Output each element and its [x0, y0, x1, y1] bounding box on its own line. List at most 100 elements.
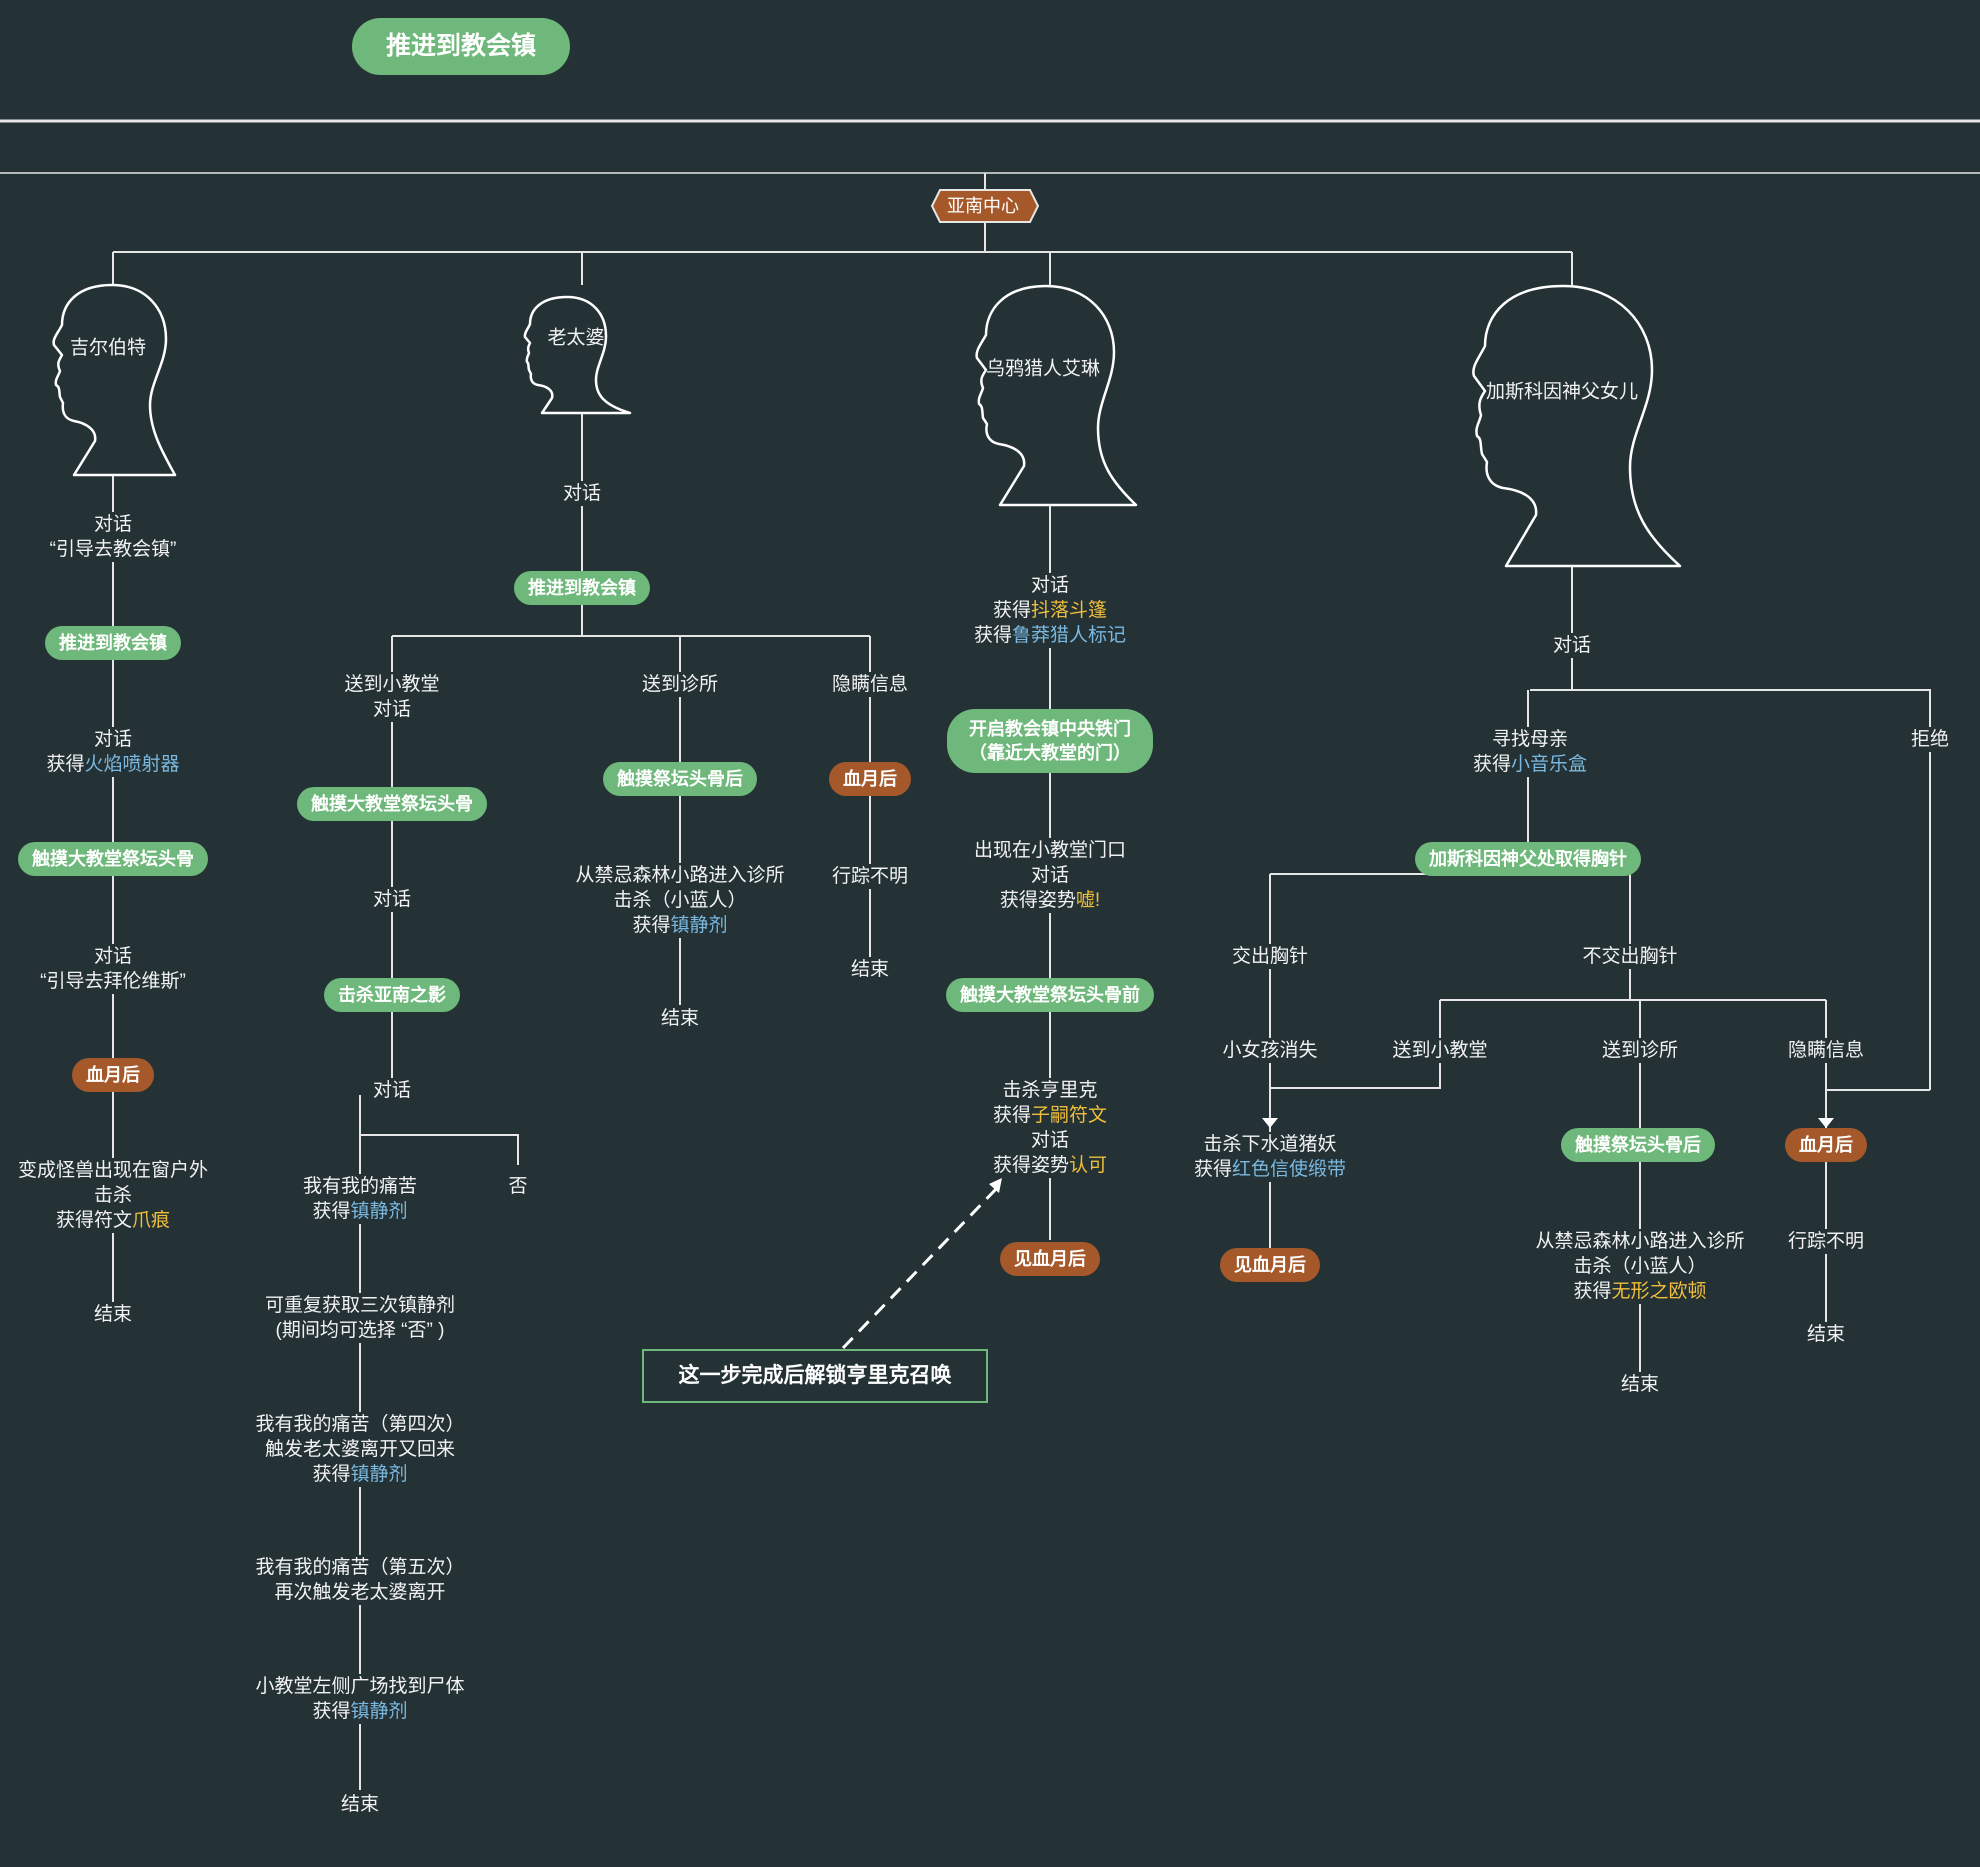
c4-forest-path: 从禁忌森林小路进入诊所: [1535, 1231, 1745, 1252]
c3-before-altar-pill: 触摸大教堂祭坛头骨前: [946, 978, 1154, 1012]
c2a-kill-shadow-pill: 击杀亚南之影: [324, 978, 460, 1012]
c4-give-brooch: 交出胸针: [1228, 944, 1312, 969]
c3-obtain-hunter-mark: 获得鲁莽猎人标记: [973, 625, 1127, 646]
c4-hide-info: 隐瞒信息: [1784, 1038, 1868, 1063]
c2a-no: 否: [505, 1174, 531, 1199]
c4-clinic-altar-pill: 触摸祭坛头骨后: [1561, 1128, 1715, 1162]
c3-dialogue-node: 对话 获得抖落斗篷 获得鲁莽猎人标记: [970, 573, 1130, 648]
c4-hide-end: 结束: [1803, 1322, 1849, 1347]
c2c-missing: 行踪不明: [828, 864, 912, 889]
c2c-blood-moon-pill: 血月后: [829, 762, 911, 796]
c4-kill-blue: 击杀（小蓝人）: [1573, 1256, 1707, 1277]
c1-dialogue-node: 对话 “引导去教会镇”: [46, 512, 180, 562]
c1-end: 结束: [90, 1302, 136, 1327]
c4-after-blood-moon-pill: 见血月后: [1220, 1248, 1320, 1282]
head-label-gilbert: 吉尔伯特: [69, 337, 147, 359]
c2a-repeat-three: 可重复获取三次镇静剂: [264, 1295, 456, 1316]
c1-guide-text: “引导去教会镇”: [49, 539, 177, 560]
c1-obtain-claw-rune: 获得符文爪痕: [55, 1210, 171, 1231]
c4-hide-missing: 行踪不明: [1784, 1229, 1868, 1254]
c4-obtain-oedon: 获得无形之欧顿: [1573, 1281, 1707, 1302]
c3-dialogue-2: 对话: [1030, 865, 1070, 886]
c3-dialogue-3: 对话: [1030, 1130, 1069, 1151]
c2a-i-have-pain: 我有我的痛苦: [302, 1176, 418, 1197]
c2b-send-clinic: 送到诊所: [638, 672, 722, 697]
c4-keep-brooch: 不交出胸针: [1579, 944, 1681, 969]
c2a-repeat-node: 可重复获取三次镇静剂 (期间均可选择 “否” ): [261, 1293, 459, 1343]
c4-dialogue: 对话: [1549, 633, 1595, 658]
c2a-dialogue: 对话: [372, 699, 412, 720]
c3-after-blood-moon-pill: 见血月后: [1000, 1242, 1100, 1276]
c4-obtain-music-box: 获得小音乐盒: [1472, 754, 1588, 775]
c1-dialogue: 对话: [93, 514, 132, 535]
c4-refuse: 拒绝: [1907, 727, 1953, 752]
c2a-fifth-node: 我有我的痛苦（第五次） 再次触发老太婆离开: [252, 1555, 468, 1605]
c2b-end: 结束: [657, 1006, 703, 1031]
c2a-chapel-node: 送到小教堂 对话: [341, 672, 443, 722]
c2a-fifth-time: 我有我的痛苦（第五次）: [255, 1557, 465, 1578]
head-label-eileen: 乌鸦猎人艾琳: [985, 358, 1101, 380]
c4-obtain-ribbon: 获得红色信使缎带: [1193, 1159, 1347, 1180]
c3-obtain-approval: 获得姿势认可: [992, 1155, 1108, 1176]
c4-clinic-node: 从禁忌森林小路进入诊所 击杀（小蓝人） 获得无形之欧顿: [1532, 1229, 1748, 1304]
c2a-leave-return: 触发老太婆离开又回来: [264, 1439, 456, 1460]
root-node-label: 亚南中心: [947, 196, 1019, 216]
c4-send-clinic: 送到诊所: [1598, 1038, 1682, 1063]
c1-byrgenwerth-node: 对话 “引导去拜伦维斯”: [37, 944, 189, 994]
c4-clinic-end: 结束: [1617, 1372, 1663, 1397]
c4-pig-node: 击杀下水道猪妖 获得红色信使缎带: [1190, 1132, 1350, 1182]
c4-send-chapel: 送到小教堂: [1389, 1038, 1491, 1063]
c3-chapel-door-node: 出现在小教堂门口 对话 获得姿势嘘!: [970, 838, 1130, 913]
c1-beast-window: 变成怪兽出现在窗户外: [17, 1160, 209, 1181]
c3-iron-gate-pill: 开启教会镇中央铁门 （靠近大教堂的门）: [947, 709, 1153, 773]
c4-girl-vanishes: 小女孩消失: [1219, 1038, 1321, 1063]
c1-dialogue-2: 对话: [93, 729, 132, 750]
c2a-obtain-sedative-2: 获得镇静剂: [312, 1464, 408, 1485]
c2a-obtain-sedative-3: 获得镇静剂: [312, 1701, 408, 1722]
c2a-altar-skull-pill: 触摸大教堂祭坛头骨: [297, 787, 487, 821]
c1-altar-skull-pill: 触摸大教堂祭坛头骨: [18, 842, 208, 876]
c2a-find-corpse: 小教堂左侧广场找到尸体: [255, 1676, 465, 1697]
c2b-kill-blue: 击杀（小蓝人）: [613, 890, 747, 911]
c3-near-cathedral: （靠近大教堂的门）: [969, 743, 1131, 763]
c2a-obtain-sedative: 获得镇静剂: [312, 1201, 408, 1222]
c1-obtain-flamethrower: 获得火焰喷射器: [46, 754, 180, 775]
c3-obtain-shake-cloak: 获得抖落斗篷: [992, 600, 1108, 621]
c2b-altar-skull-pill: 触摸祭坛头骨后: [603, 762, 757, 796]
c1-beast-node: 变成怪兽出现在窗户外 击杀 获得符文爪痕: [14, 1158, 212, 1233]
c1-blood-moon-pill: 血月后: [72, 1058, 154, 1092]
c2a-dialogue-3: 对话: [369, 1078, 415, 1103]
c2c-end: 结束: [847, 957, 893, 982]
c3-obtain-shh: 获得姿势嘘!: [999, 890, 1101, 911]
c2a-leave-again: 再次触发老太婆离开: [274, 1582, 446, 1603]
c2a-corpse-node: 小教堂左侧广场找到尸体 获得镇静剂: [252, 1674, 468, 1724]
c1-dialogue-3: 对话: [93, 946, 132, 967]
header-title: 推进到教会镇: [352, 18, 570, 75]
c2b-clinic-node: 从禁忌森林小路进入诊所 击杀（小蓝人） 获得镇静剂: [572, 863, 788, 938]
c1-advance-pill: 推进到教会镇: [45, 626, 181, 660]
c2a-send-chapel: 送到小教堂: [344, 674, 440, 695]
c3-unlock-henryk-note: 这一步完成后解锁亨里克召唤: [642, 1349, 988, 1403]
c2a-fourth-time: 我有我的痛苦（第四次）: [255, 1414, 465, 1435]
c3-iron-gate: 开启教会镇中央铁门: [969, 719, 1131, 739]
c2a-yes-node: 我有我的痛苦 获得镇静剂: [299, 1174, 421, 1224]
c3-at-chapel-door: 出现在小教堂门口: [973, 840, 1127, 861]
c2a-end: 结束: [337, 1792, 383, 1817]
c3-kill-henryk: 击杀亨里克: [1002, 1080, 1098, 1101]
c4-kill-pig: 击杀下水道猪妖: [1203, 1134, 1337, 1155]
c4-hide-blood-moon-pill: 血月后: [1785, 1128, 1867, 1162]
c1-flamethrower-node: 对话 获得火焰喷射器: [43, 727, 183, 777]
c2a-fourth-node: 我有我的痛苦（第四次） 触发老太婆离开又回来 获得镇静剂: [252, 1412, 468, 1487]
c2-advance-pill: 推进到教会镇: [514, 571, 650, 605]
c4-find-mother: 寻找母亲: [1491, 729, 1568, 750]
c2b-obtain-sedative: 获得镇静剂: [632, 915, 728, 936]
c3-obtain-heir-rune: 获得子嗣符文: [992, 1105, 1108, 1126]
c2b-forest-path: 从禁忌森林小路进入诊所: [575, 865, 785, 886]
c4-brooch-pill: 加斯科因神父处取得胸针: [1415, 842, 1641, 876]
c2a-dialogue-2: 对话: [369, 887, 415, 912]
c3-dialogue: 对话: [1030, 575, 1069, 596]
c1-guide-byrgenwerth: “引导去拜伦维斯”: [40, 971, 186, 992]
c1-kill: 击杀: [93, 1185, 133, 1206]
